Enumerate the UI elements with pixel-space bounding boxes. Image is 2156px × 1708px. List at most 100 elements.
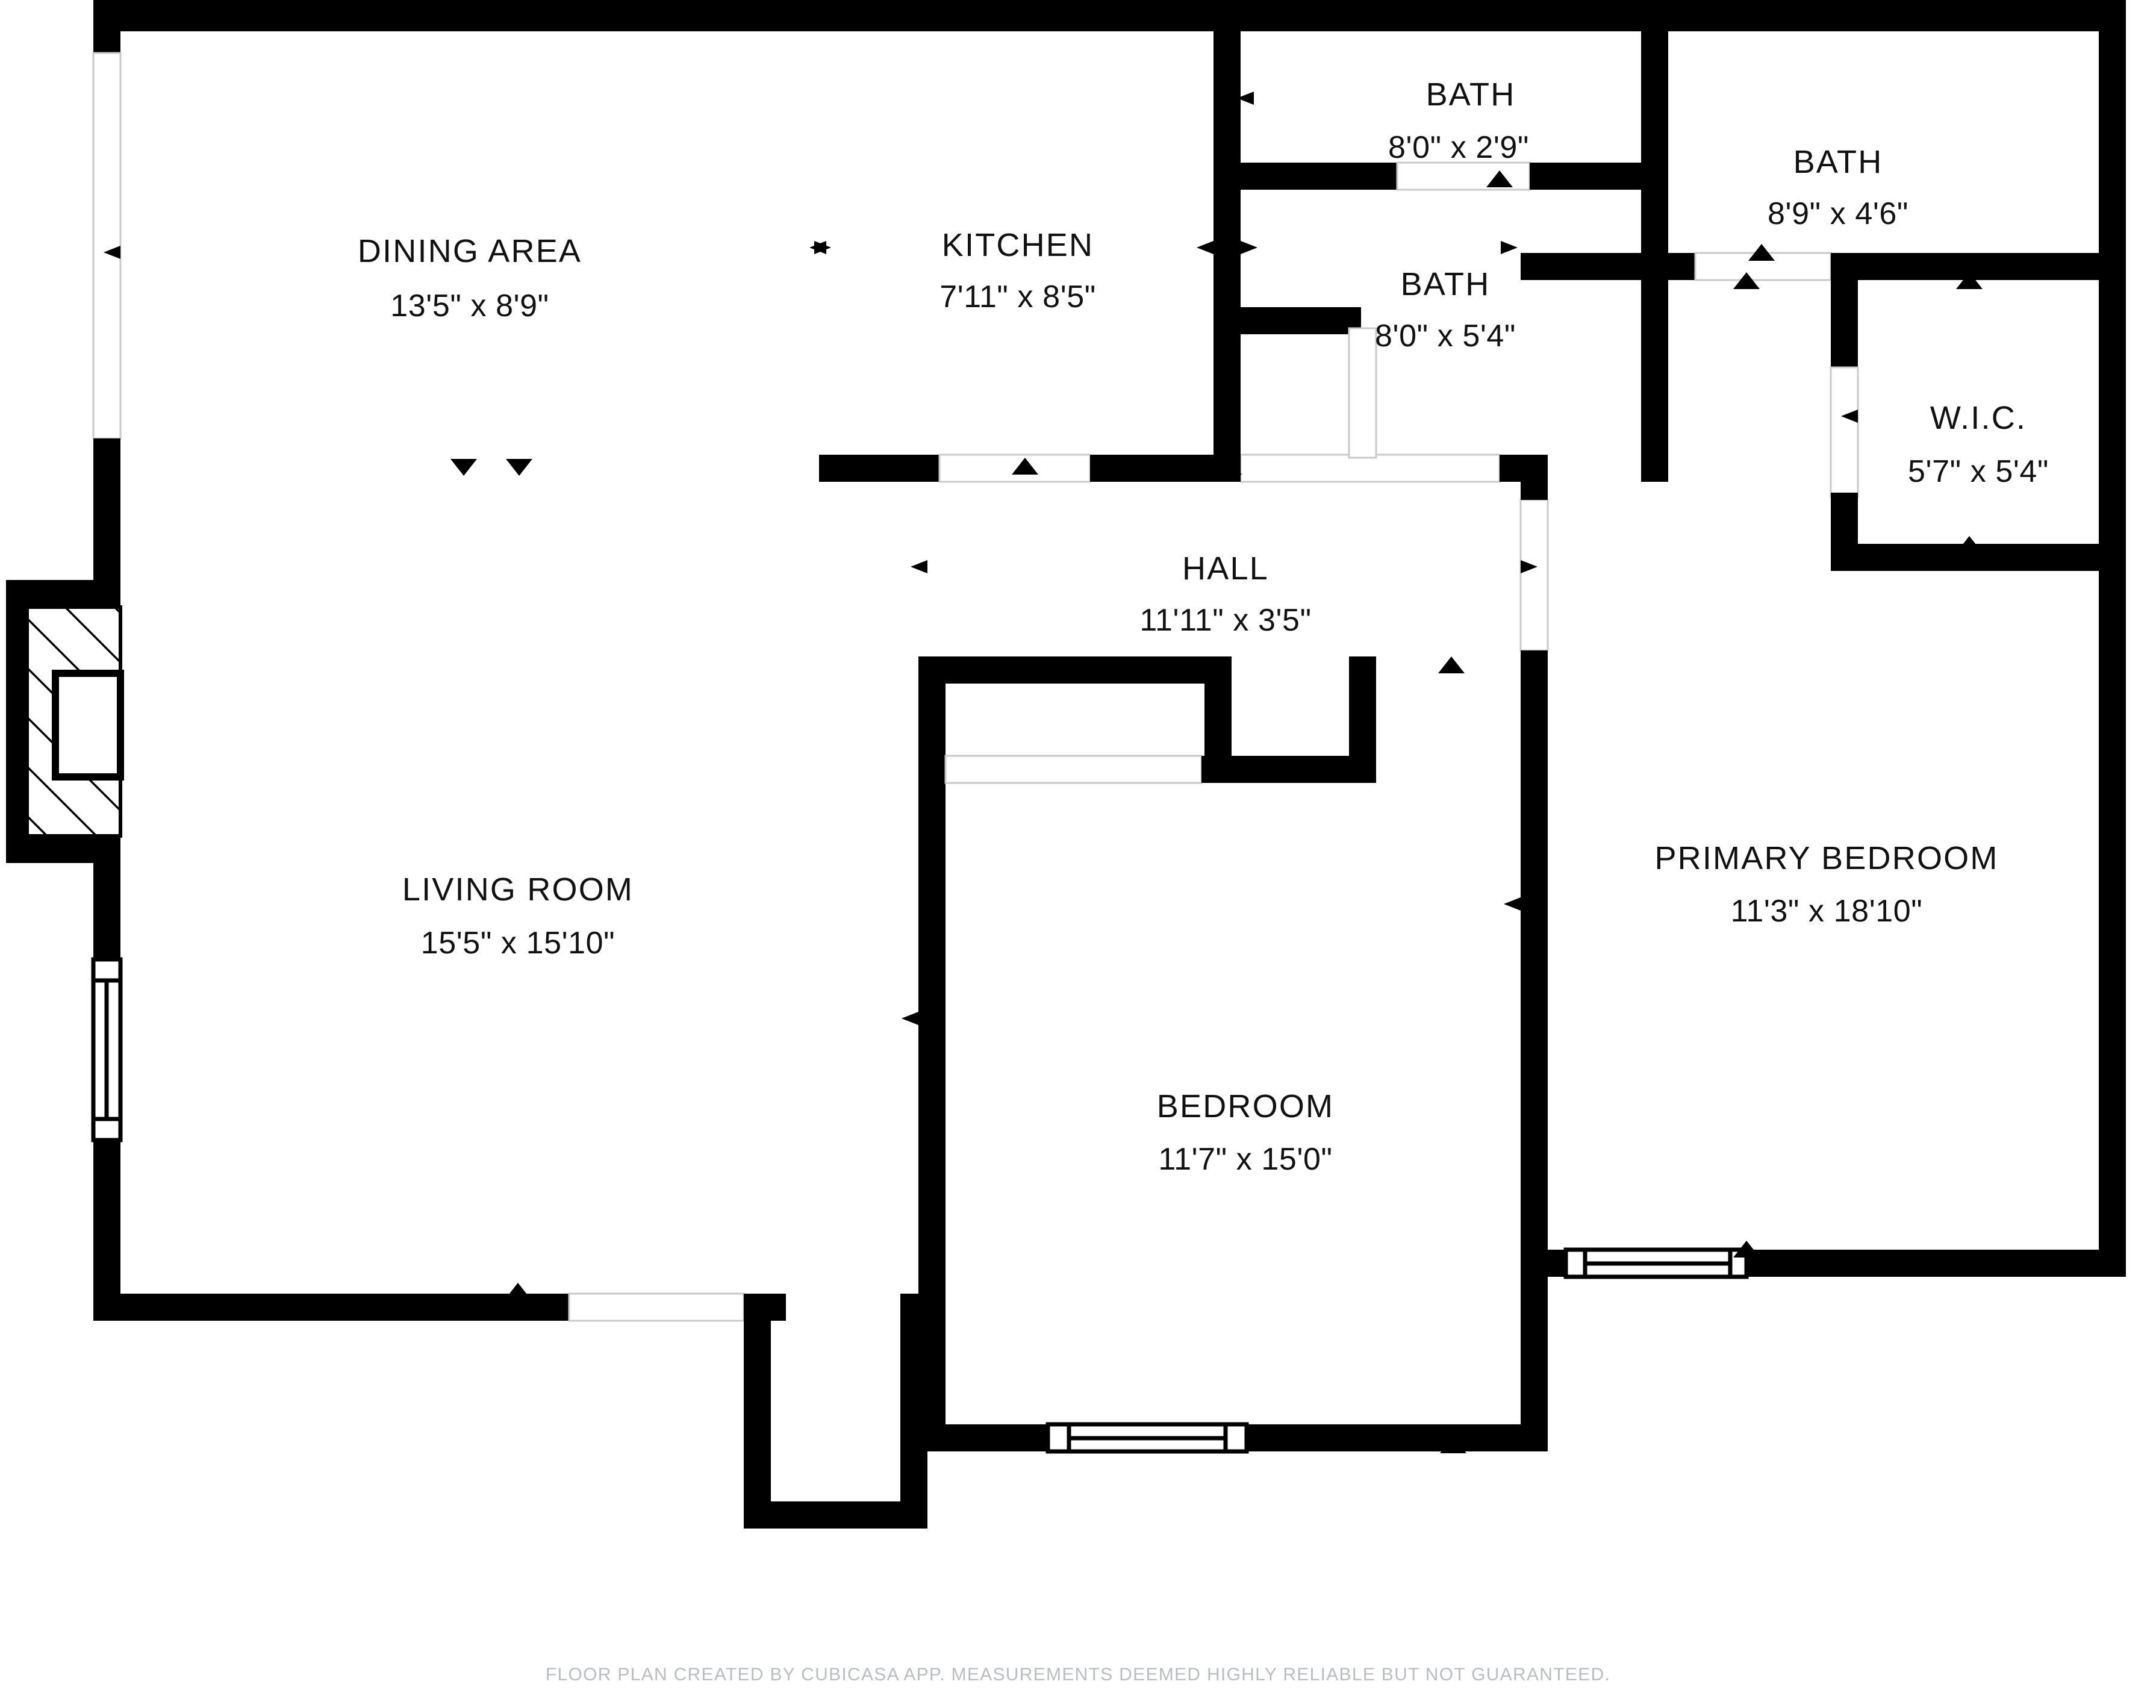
room-dims-primary-bedroom: 11'3" x 18'10" [1731,894,1923,929]
marker-primary-bath-door [1748,244,1775,261]
opening-kitchen-south [938,453,1091,483]
wall-hall-closet-top [918,656,1232,684]
marker-bedroom-west-a [902,1012,918,1025]
room-label-primary-bedroom: PRIMARY BEDROOM [1654,840,1998,876]
wall-left-lower [93,1140,120,1321]
wall-primary-south-b [1746,1250,2126,1277]
wall-bath-top-south-a [1241,163,1397,190]
direction-marker-group [104,13,2116,1453]
wall-primary-south-a [1548,1250,1566,1277]
fireplace [25,605,124,838]
wall-group [6,0,2126,1529]
wall-closet-right-vert [1349,656,1376,783]
marker-kitchen-east-in [1197,241,1214,254]
room-label-bath-hall: BATH [1426,76,1516,113]
wall-left-below-fireplace [93,863,120,959]
wall-living-south-a [93,1294,569,1321]
marker-dining-interior-a [450,459,477,476]
room-dims-dining-area: 13'5" x 8'9" [390,288,549,323]
wall-bedroom-south-b [1247,1424,1548,1451]
opening-hall-east [1519,499,1549,652]
wall-wic-west-upper [1831,253,1858,382]
marker-hall-west [911,560,927,573]
wall-top-left [93,0,1241,31]
room-label-hall: HALL [1182,550,1269,587]
marker-wic-north [1956,272,1983,289]
wall-bedroom-west [918,656,946,1451]
wall-closet-bottom [1201,756,1376,783]
room-label-group: DINING AREA 13'5" x 8'9" KITCHEN 7'11" x… [358,76,2049,1177]
marker-bedroom-west-b [929,1012,946,1025]
room-label-dining-area: DINING AREA [358,233,582,269]
marker-bath-top-south [1486,170,1513,187]
room-dims-bedroom: 11'7" x 15'0" [1158,1142,1332,1177]
marker-dining-interior-b [506,459,532,476]
marker-bath-top-north [1486,13,1513,30]
wall-bath-stub [1241,307,1361,334]
fireplace-firebox [52,670,124,781]
opening-living-south [568,1292,745,1322]
room-label-kitchen: KITCHEN [942,227,1094,263]
wall-niche-bottom [744,1501,927,1529]
footer-disclaimer: FLOOR PLAN CREATED BY CUBICASA APP. MEAS… [546,1665,1610,1685]
room-label-walk-in-closet: W.I.C. [1930,400,2027,436]
window-living-west [91,957,123,1142]
room-label-bedroom: BEDROOM [1157,1088,1334,1124]
marker-wic-east [2099,410,2116,423]
wall-kitchen-south-a [819,455,939,482]
opening-bath-interior [1348,327,1377,459]
marker-bath-west [1241,241,1257,254]
wall-primary-north-left [1521,253,1671,280]
opening-wic-door [1830,366,1859,498]
wall-top-right [1241,0,2099,31]
window-primary-bedroom-west [1563,1247,1749,1279]
room-dims-walk-in-closet: 5'7" x 5'4" [1908,454,2049,489]
window-bedroom-south [1045,1422,1249,1454]
marker-hall-north-door [1215,458,1242,475]
wall-left-mid [93,438,120,580]
marker-wic-west [1841,410,1858,423]
wall-bedroom-east [1521,647,1548,1451]
marker-wic-south [1956,536,1983,553]
room-label-living-room: LIVING ROOM [402,871,634,908]
wall-niche-left [744,1294,771,1529]
marker-primary-west-b [1521,1018,1538,1031]
room-dims-kitchen: 7'11" x 8'5" [939,279,1096,314]
marker-kitchen-south-door [1012,458,1038,475]
room-dims-bath-hall: 8'0" x 2'9" [1388,130,1529,165]
wall-bath-primary-south-b [1831,253,2099,280]
marker-bedroom-south-window [1440,1436,1466,1453]
marker-bath-interior-east [1501,241,1518,254]
marker-kitchen-west-b [809,241,826,254]
marker-kitchen-north [1014,14,1040,31]
wall-kitchen-south-c [1500,455,1548,482]
room-dims-bath-interior: 8'0" x 5'4" [1375,319,1516,354]
marker-dining-north [463,14,489,31]
marker-living-south-door [505,1283,531,1300]
marker-bath-primary-west [1651,246,1668,259]
marker-left-opening [104,246,120,259]
marker-closet-area [1438,656,1465,673]
room-label-bath-interior: BATH [1401,266,1491,302]
opening-hall-north [1239,453,1501,483]
room-dims-living-room: 15'5" x 15'10" [421,926,615,961]
marker-primary-north [1902,14,1928,31]
marker-bath-top-east [1641,92,1658,105]
opening-left-wall-top [92,52,122,440]
room-label-bath-primary: BATH [1793,144,1883,180]
marker-primary-south-window [1733,1241,1760,1258]
wall-hall-east-bot-stub [1521,650,1548,687]
room-dims-hall: 11'11" x 3'5" [1139,603,1311,638]
opening-hall-closet [944,755,1203,784]
marker-bath-primary-west-b [1651,140,1668,153]
marker-primary-west-a [1504,897,1521,911]
wall-bedroom-south-a [918,1424,1048,1451]
marker-hall-east [1521,560,1538,573]
wall-bath-east [1641,0,1668,482]
marker-bath-top-west [1237,92,1254,105]
wall-kitchen-east [1214,0,1241,482]
wall-right-exterior [2099,0,2126,1277]
marker-primary-east [2099,897,2116,911]
room-dims-bath-primary: 8'9" x 4'6" [1768,196,1908,231]
